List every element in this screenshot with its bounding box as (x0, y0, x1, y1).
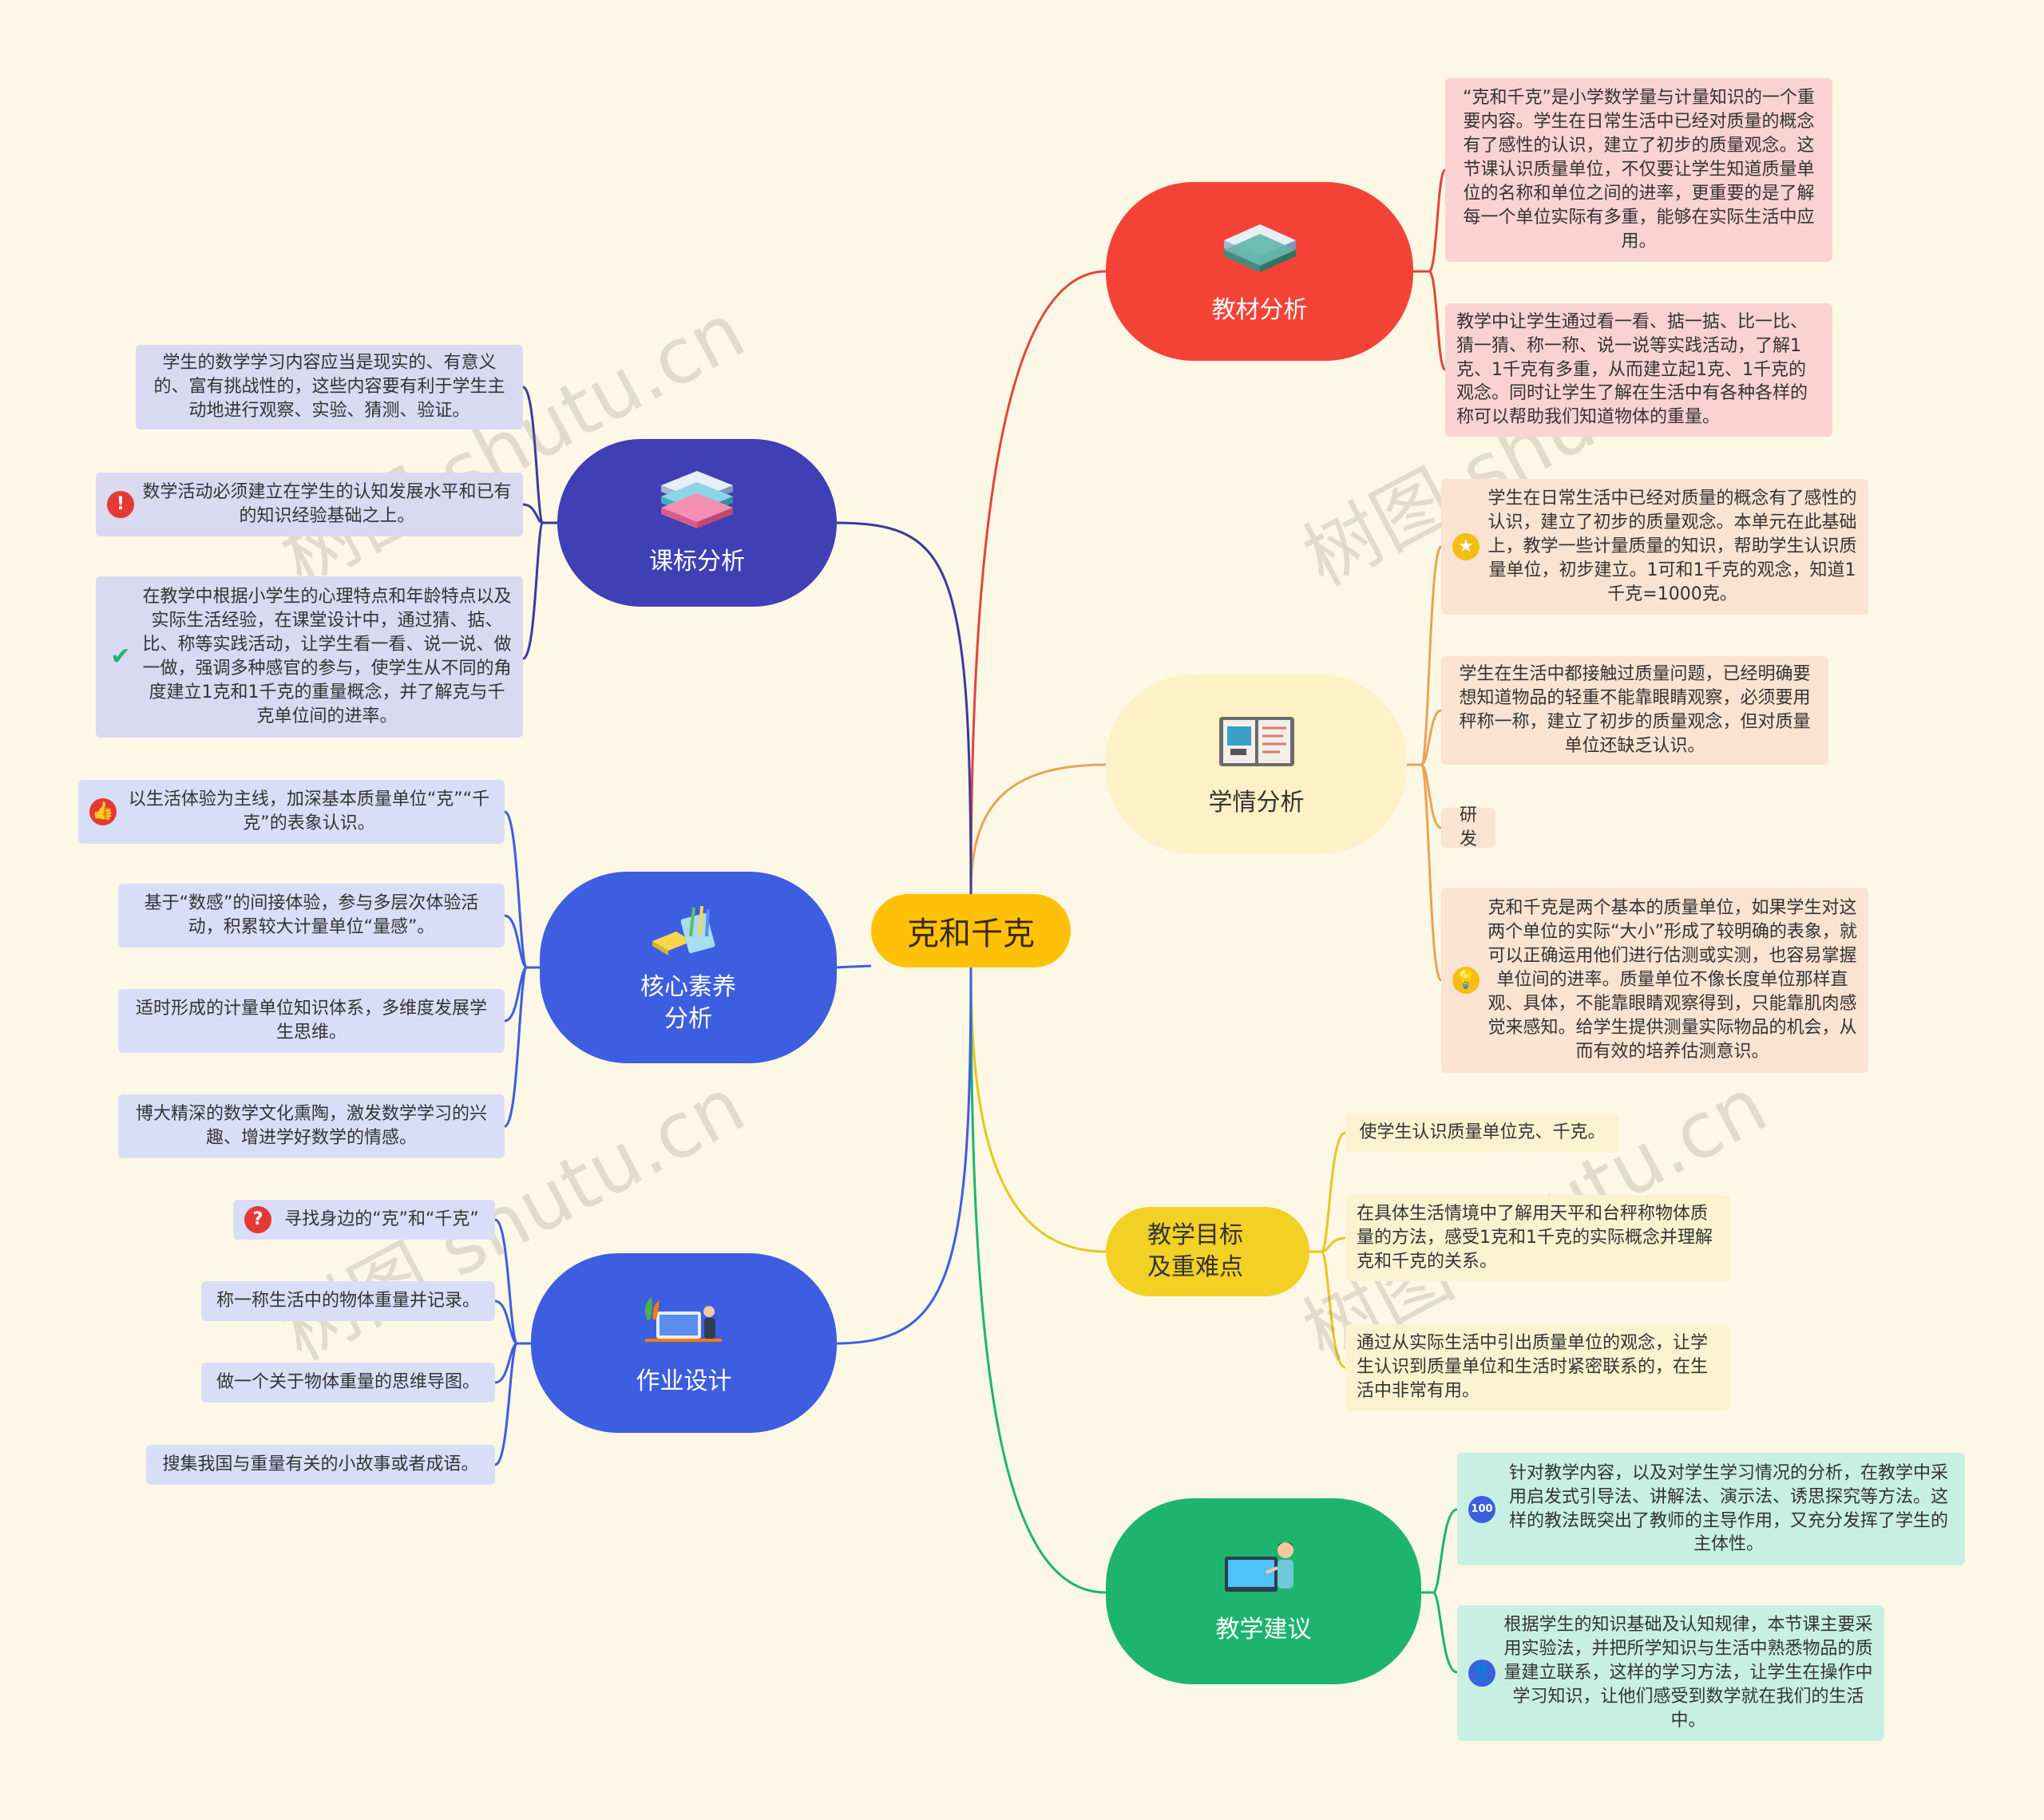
leaf-suyang-1[interactable]: 👍 以生活体验为主线，加深基本质量单位“克”“千克”的表象认识。 (78, 780, 505, 844)
branch-label-line1: 教学目标 (1147, 1220, 1243, 1252)
lightbulb-icon: 💡 (1452, 967, 1480, 994)
leaf-text: 学生的数学学习内容应当是现实的、有意义的、富有挑战性的，这些内容要有利于学生主动… (147, 351, 512, 423)
branch-label: 教材分析 (1212, 295, 1308, 327)
leaf-xueqing-4[interactable]: 💡 克和千克是两个基本的质量单位，如果学生对这两个单位的实际“大小”形成了较明确… (1441, 888, 1868, 1073)
leaf-suyang-4[interactable]: 博大精深的数学文化熏陶，激发数学学习的兴趣、增进学好数学的情感。 (118, 1094, 505, 1158)
leaf-text: 做一个关于物体重量的思维导图。 (212, 1371, 484, 1395)
leaf-text: “克和千克”是小学数学量与计量知识的一个重要内容。学生在日常生活中已经对质量的概… (1456, 86, 1821, 253)
branch-label: 课标分析 (649, 546, 745, 579)
leaf-kebiao-2[interactable]: ! 数学活动必须建立在学生的认知发展水平和已有的知识经验基础之上。 (96, 473, 523, 536)
leaf-text: 以生活体验为主线，加深基本质量单位“克”“千克”的表象认识。 (125, 788, 493, 836)
leaf-jianyi-2[interactable]: 👤 根据学生的知识基础及认知规律，本节课主要采用实验法，并把所学知识与生活中熟悉… (1457, 1605, 1884, 1741)
score-100-icon: 100 (1468, 1496, 1495, 1523)
branch-label-line2: 分析 (640, 1003, 736, 1036)
exclamation-icon: ! (107, 491, 134, 518)
leaf-text: 称一称生活中的物体重量并记录。 (212, 1289, 484, 1313)
workspace-icon (640, 1288, 728, 1351)
leaf-text: 学生在日常生活中已经对质量的概念有了感性的认识，建立了初步的质量观念。本单元在此… (1487, 487, 1857, 607)
branch-suyang[interactable]: 核心素养 分析 (540, 872, 837, 1063)
leaf-text: 教学中让学生通过看一看、掂一掂、比一比、猜一猜、称一称、说一说等实践活动，了解1… (1456, 311, 1821, 430)
leaf-kebiao-3[interactable]: ✔ 在教学中根据小学生的心理特点和年龄特点以及实际生活经验，在课堂设计中，通过猜… (96, 576, 523, 738)
branch-label: 作业设计 (636, 1366, 732, 1399)
leaf-text: 适时形成的计量单位知识体系，多维度发展学生思维。 (129, 997, 493, 1045)
central-topic[interactable]: 克和千克 (871, 894, 1071, 967)
branch-kebiao[interactable]: 课标分析 (557, 439, 837, 607)
leaf-suyang-2[interactable]: 基于“数感”的间接体验，参与多层次体验活动，积累较大计量单位“量感”。 (118, 884, 505, 948)
leaf-text: 数学活动必须建立在学生的认知发展水平和已有的知识经验基础之上。 (142, 481, 512, 528)
leaf-xueqing-2[interactable]: 学生在生活中都接触过质量问题，已经明确要想知道物品的轻重不能靠眼睛观察，必须要用… (1441, 656, 1828, 765)
leaf-text: 基于“数感”的间接体验，参与多层次体验活动，积累较大计量单位“量感”。 (129, 892, 493, 940)
branch-label: 学情分析 (1209, 787, 1305, 820)
books-icon (1216, 216, 1304, 280)
leaf-zuoye-3[interactable]: 做一个关于物体重量的思维导图。 (201, 1363, 495, 1403)
leaf-suyang-3[interactable]: 适时形成的计量单位知识体系，多维度发展学生思维。 (118, 989, 505, 1053)
leaf-jiaocai-2[interactable]: 教学中让学生通过看一看、掂一掂、比一比、猜一猜、称一称、说一说等实践活动，了解1… (1445, 303, 1832, 437)
leaf-zuoye-1[interactable]: ? 寻找身边的“克”和“千克” (233, 1200, 495, 1240)
books-stack-icon (653, 468, 741, 532)
stationery-icon (644, 900, 732, 963)
star-icon: ★ (1452, 533, 1480, 560)
leaf-mubiao-3[interactable]: 通过从实际生活中引出质量单位的观念，让学生认识到质量单位和生活时紧密联系的，在生… (1345, 1324, 1730, 1410)
leaf-kebiao-1[interactable]: 学生的数学学习内容应当是现实的、有意义的、富有挑战性的，这些内容要有利于学生主动… (136, 345, 523, 429)
leaf-mubiao-2[interactable]: 在具体生活情境中了解用天平和台秤称物体质量的方法，感受1克和1千克的实际概念并理… (1345, 1195, 1730, 1281)
branch-jiaocai[interactable]: 教材分析 (1106, 182, 1413, 361)
user-icon: 👤 (1468, 1660, 1495, 1687)
checkmark-icon: ✔ (107, 643, 134, 671)
leaf-mubiao-1[interactable]: 使学生认识质量单位克、千克。 (1345, 1113, 1619, 1153)
leaf-jianyi-1[interactable]: 100 针对教学内容，以及对学生学习情况的分析，在教学中采用启发式引导法、讲解法… (1457, 1453, 1965, 1565)
leaf-text: 搜集我国与重量有关的小故事或者成语。 (157, 1453, 484, 1477)
branch-jianyi[interactable]: 教学建议 (1106, 1498, 1421, 1684)
leaf-text: 克和千克是两个基本的质量单位，如果学生对这两个单位的实际“大小”形成了较明确的表… (1487, 896, 1857, 1063)
branch-mubiao[interactable]: 教学目标 及重难点 (1106, 1207, 1309, 1296)
leaf-text: 研发 (1452, 804, 1484, 852)
leaf-xueqing-1[interactable]: ★ 学生在日常生活中已经对质量的概念有了感性的认识，建立了初步的质量观念。本单元… (1441, 479, 1868, 615)
question-icon: ? (244, 1206, 271, 1233)
leaf-text: 使学生认识质量单位克、千克。 (1357, 1121, 1608, 1145)
notebook-icon (1213, 709, 1301, 773)
branch-xueqing[interactable]: 学情分析 (1106, 675, 1407, 854)
leaf-text: 学生在生活中都接触过质量问题，已经明确要想知道物品的轻重不能靠眼睛观察，必须要用… (1452, 663, 1817, 758)
leaf-jiaocai-1[interactable]: “克和千克”是小学数学量与计量知识的一个重要内容。学生在日常生活中已经对质量的概… (1445, 78, 1832, 262)
leaf-text: 通过从实际生活中引出质量单位的观念，让学生认识到质量单位和生活时紧密联系的，在生… (1357, 1331, 1719, 1403)
branch-label-line2: 及重难点 (1147, 1252, 1243, 1284)
branch-label: 教学建议 (1216, 1614, 1312, 1647)
leaf-zuoye-4[interactable]: 搜集我国与重量有关的小故事或者成语。 (146, 1445, 495, 1485)
leaf-text: 在教学中根据小学生的心理特点和年龄特点以及实际生活经验，在课堂设计中，通过猜、掂… (142, 585, 512, 728)
teacher-icon (1220, 1536, 1308, 1600)
leaf-text: 根据学生的知识基础及认知规律，本节课主要采用实验法，并把所学知识与生活中熟悉物品… (1503, 1613, 1873, 1733)
leaf-text: 在具体生活情境中了解用天平和台秤称物体质量的方法，感受1克和1千克的实际概念并理… (1357, 1202, 1719, 1274)
leaf-xueqing-3[interactable]: 研发 (1441, 808, 1495, 848)
leaf-text: 博大精深的数学文化熏陶，激发数学学习的兴趣、增进学好数学的情感。 (129, 1102, 493, 1150)
leaf-zuoye-2[interactable]: 称一称生活中的物体重量并记录。 (201, 1281, 495, 1321)
leaf-text: 寻找身边的“克”和“千克” (279, 1208, 484, 1232)
branch-zuoye[interactable]: 作业设计 (531, 1253, 837, 1433)
branch-label-line1: 核心素养 (640, 971, 736, 1004)
thumbs-up-icon: 👍 (89, 798, 117, 825)
leaf-text: 针对教学内容，以及对学生学习情况的分析，在教学中采用启发式引导法、讲解法、演示法… (1503, 1462, 1954, 1557)
